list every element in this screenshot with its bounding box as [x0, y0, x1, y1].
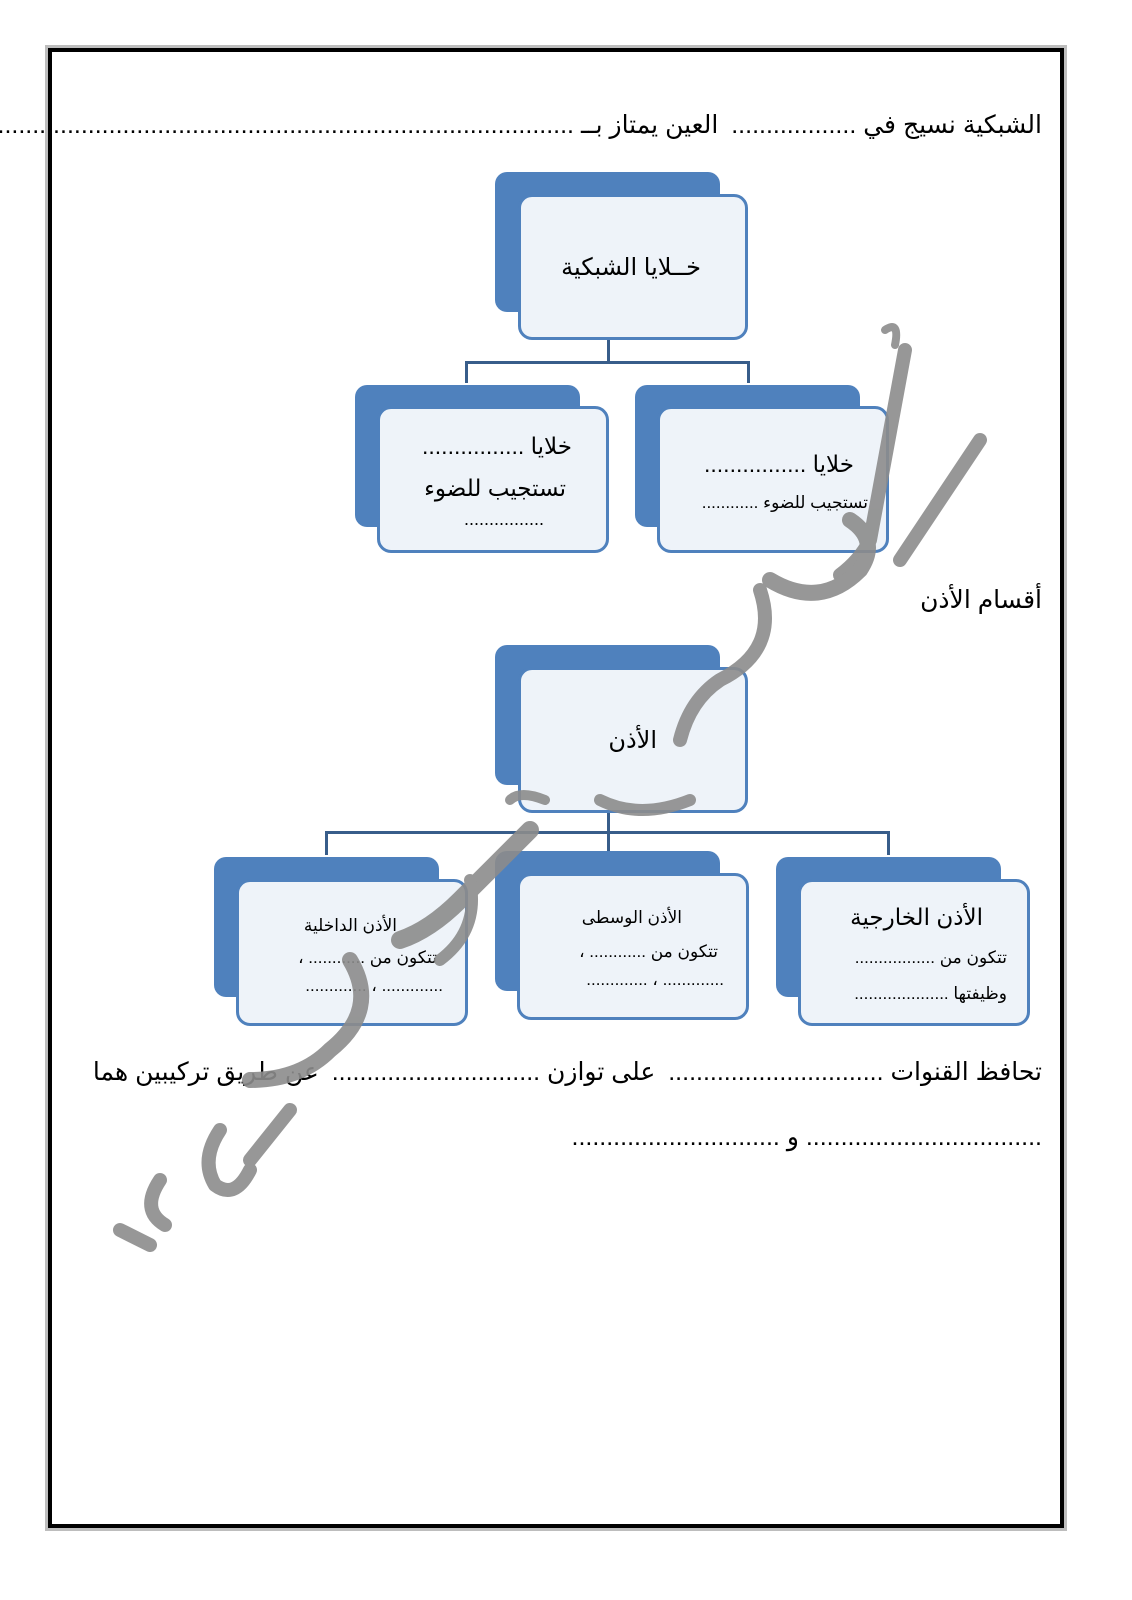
- ear-root-label: الأذن: [608, 727, 657, 754]
- retina-left-box: خلايا ................ تستجيب للضوء ....…: [377, 406, 609, 553]
- retina-right-line2: تستجيب للضوء ............: [701, 493, 868, 512]
- retina-left-line1: خلايا ................: [422, 433, 572, 459]
- line2-part-c: عن طريق تركيبين هما: [92, 1058, 319, 1086]
- retina-right-box: خلايا ................ تستجيب للضوء ....…: [657, 406, 889, 553]
- retina-left-line3: ................: [463, 509, 544, 529]
- ear-outer-title: الأذن الخارجية: [850, 904, 983, 930]
- retina-connector-horizontal: [465, 361, 750, 364]
- ear-inner-box: الأذن الداخلية تتكون من ............ ، .…: [236, 879, 468, 1026]
- ear-middle-title: الأذن الوسطى: [581, 908, 682, 927]
- ear-outer-box: الأذن الخارجية تتكون من ................…: [798, 879, 1030, 1026]
- line1-part-b: العين يمتاز بــ ........................…: [0, 111, 719, 139]
- line2-part-b: على توازن ..............................: [331, 1058, 656, 1086]
- ear-middle-line1: تتكون من ............ ،: [579, 942, 718, 961]
- ear-inner-line1: تتكون من ............ ،: [298, 948, 437, 967]
- ear-outer-line2: وظيفتها ....................: [854, 984, 1007, 1003]
- ear-middle-box: الأذن الوسطى تتكون من ............ ، ...…: [517, 873, 749, 1020]
- question-line-2: تحافظ القنوات ..........................…: [93, 1057, 1042, 1087]
- ear-outer-line1: تتكون من .................: [854, 948, 1007, 967]
- line1-part-a: الشبكية نسيج في ..................: [731, 111, 1042, 139]
- ear-connector-left: [325, 831, 328, 855]
- ear-connector-right: [887, 831, 890, 855]
- question-line-3: .................................. و ...…: [571, 1123, 1043, 1151]
- ear-root-box: الأذن: [518, 667, 748, 813]
- ear-heading: أقسام الأذن: [920, 586, 1042, 614]
- question-line-1: الشبكية نسيج في .................. العين…: [0, 110, 1042, 140]
- retina-root-box: خــلايا الشبكية: [518, 194, 748, 340]
- ear-connector-vertical: [607, 812, 610, 832]
- ear-middle-line2: ............. ، .............: [586, 970, 724, 989]
- retina-left-line2: تستجيب للضوء: [424, 475, 566, 501]
- retina-connector-left: [465, 361, 468, 383]
- retina-connector-right: [747, 361, 750, 383]
- ear-inner-line2: ............. ، .............: [305, 976, 443, 995]
- retina-right-line1: خلايا ................: [704, 451, 854, 477]
- retina-connector-vertical: [607, 338, 610, 362]
- page-frame: [48, 48, 1064, 1528]
- ear-connector-middle: [607, 831, 610, 851]
- retina-root-label: خــلايا الشبكية: [561, 254, 701, 281]
- line2-part-a: تحافظ القنوات ..........................…: [668, 1058, 1042, 1086]
- ear-inner-title: الأذن الداخلية: [303, 916, 397, 935]
